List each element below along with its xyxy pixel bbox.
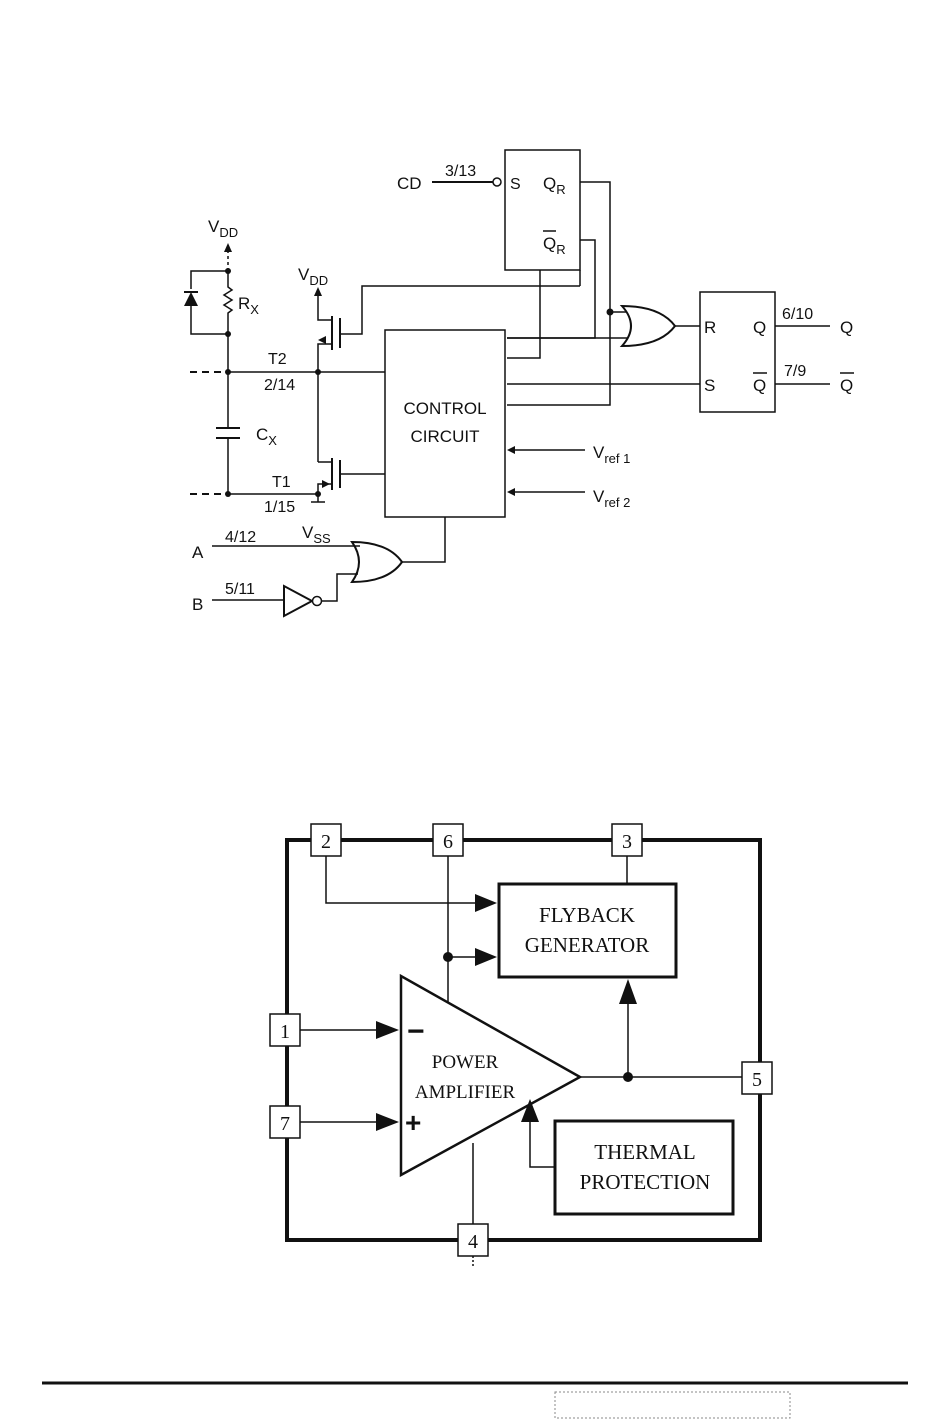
pin-3: 3 [612,824,642,856]
control-circuit-block [385,330,505,517]
ff2-r-label: R [704,318,716,337]
vref2-label: Vref 2 [593,487,630,510]
control-circuit-line1: CONTROL [403,399,486,418]
or-gate-right [622,306,675,346]
pin-5: 5 [742,1062,772,1094]
vss-label: VSS [302,523,331,546]
q-pin-label: 6/10 [782,306,813,323]
or-gate-to-control [402,517,445,562]
cd-label: CD [397,174,422,193]
q-output-label: Q [840,318,853,337]
vdd-left-arrow [224,243,232,252]
pin7-arrow [376,1113,399,1131]
inverter [284,586,312,616]
amp-minus: − [407,1015,425,1048]
pmos-gate-wire [340,286,580,334]
vdd-mid-arrow [314,287,322,296]
svg-text:7: 7 [280,1113,290,1135]
inverter-bubble [313,597,322,606]
flyback-line1: FLYBACK [539,903,635,927]
input-b-label: B [192,595,203,614]
pin-7: 7 [270,1106,300,1138]
vref2-arrow [507,488,515,496]
input-a-pin-label: 4/12 [225,529,256,546]
thermal-line2: PROTECTION [580,1170,711,1194]
t2-label: T2 [268,351,287,368]
svg-text:1: 1 [280,1021,290,1043]
thermal-to-amp [530,1120,555,1167]
monostable-logic-diagram: CD 3/13 S QR QR VDD RX T2 2/14 [184,150,854,616]
pin-6: 6 [433,824,463,856]
qbar-output-label: Q [840,376,853,395]
ff1-bottom-wire [507,270,540,358]
qbar-pin-label: 7/9 [784,363,806,380]
pmos-arrow [318,336,326,344]
svg-text:5: 5 [752,1069,762,1091]
pin-1: 1 [270,1014,300,1046]
vdd-left-label: VDD [208,217,238,240]
ff2-s-label: S [704,376,715,395]
ff2-q-label: Q [753,318,766,337]
ff2-qbar-label: Q [753,376,766,395]
flyback-feedback-arrow [619,979,637,1004]
amp-line2: AMPLIFIER [415,1082,516,1103]
inverter-to-or-wire [322,574,358,601]
or-gate-input [352,542,402,582]
pin1-arrow [376,1021,399,1039]
rx-resistor [224,271,232,334]
cd-pin-label: 3/13 [445,163,476,180]
control-circuit-line2: CIRCUIT [411,427,480,446]
pin6-arrow [475,948,497,966]
pin2-to-flyback [326,856,475,903]
flyback-generator-block [499,884,676,977]
footer-box [555,1392,790,1418]
diode-bottom-wire [191,306,228,334]
nmos-arrow [322,480,330,488]
svg-text:3: 3 [622,831,632,853]
thermal-protection-block [555,1121,733,1214]
amp-line1: POWER [432,1052,499,1073]
input-a-label: A [192,543,204,562]
vref1-label: Vref 1 [593,443,630,466]
amp-plus: + [405,1107,421,1138]
t1-pin-label: 1/15 [264,499,295,516]
cd-inversion-bubble [493,178,501,186]
svg-text:2: 2 [321,831,331,853]
cx-label: CX [256,425,277,448]
thermal-line1: THERMAL [594,1140,696,1164]
pin-4: 4 [458,1224,488,1256]
rx-label: RX [238,294,259,317]
ff1-s-label: S [510,176,521,193]
pin-2: 2 [311,824,341,856]
power-amplifier-block-diagram: 2 6 3 1 7 5 4 FLYBACK GENERATOR [270,824,772,1268]
flyback-line2: GENERATOR [525,933,649,957]
pmos-drain-wire [318,344,332,372]
pmos-source-wire [318,296,332,320]
diode-top-wire [191,271,228,289]
vref1-arrow [507,446,515,454]
svg-text:4: 4 [468,1231,478,1253]
diode-symbol [184,292,198,306]
t1-label: T1 [272,474,291,491]
power-amplifier-triangle [401,976,580,1175]
svg-text:6: 6 [443,831,453,853]
pin2-arrow [475,894,497,912]
t2-pin-label: 2/14 [264,377,295,394]
vdd-mid-label: VDD [298,265,328,288]
input-b-pin-label: 5/11 [225,581,255,598]
